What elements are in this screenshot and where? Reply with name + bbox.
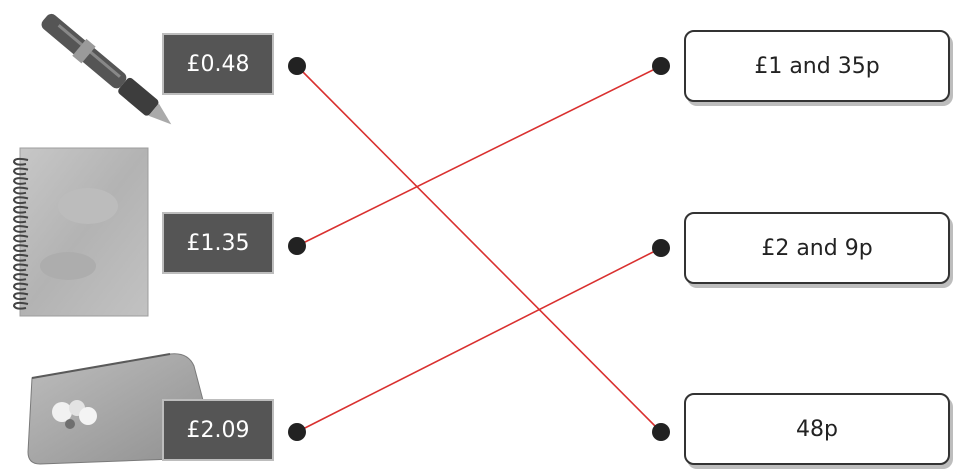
spiral-ring: [12, 273, 29, 281]
answer-box-3: 48p: [684, 393, 950, 465]
right-dot-3: [652, 423, 670, 441]
connector-line-3: [296, 247, 662, 433]
spiral-ring: [12, 263, 29, 272]
spiral-ring: [12, 225, 29, 233]
left-dot-1: [288, 57, 306, 75]
spiral-ring: [12, 215, 29, 224]
notebook-icon: [12, 147, 149, 317]
spiral-ring: [12, 244, 29, 253]
price-label-1: £0.48: [162, 33, 274, 95]
spiral-ring: [12, 301, 29, 310]
left-dot-2: [288, 237, 306, 255]
right-dot-2: [652, 239, 670, 257]
spiral-ring: [12, 292, 29, 301]
spiral-ring: [12, 157, 29, 166]
connector-line-2: [296, 65, 662, 247]
answer-box-1: £1 and 35p: [684, 30, 950, 102]
pen-icon: [41, 13, 172, 125]
right-dot-1: [652, 57, 670, 75]
spiral-ring: [12, 177, 29, 185]
price-label-3: £2.09: [162, 399, 274, 461]
connector-line-1: [296, 65, 662, 433]
spiral-ring: [12, 196, 29, 205]
price-label-2: £1.35: [162, 212, 274, 274]
spiral-ring: [12, 205, 29, 214]
spiral-ring: [12, 186, 29, 195]
spiral-ring: [12, 167, 29, 176]
answer-box-2: £2 and 9p: [684, 212, 950, 284]
spiral-ring: [12, 282, 29, 291]
spiral-ring: [12, 234, 29, 243]
spiral-ring: [12, 253, 29, 262]
left-dot-3: [288, 423, 306, 441]
